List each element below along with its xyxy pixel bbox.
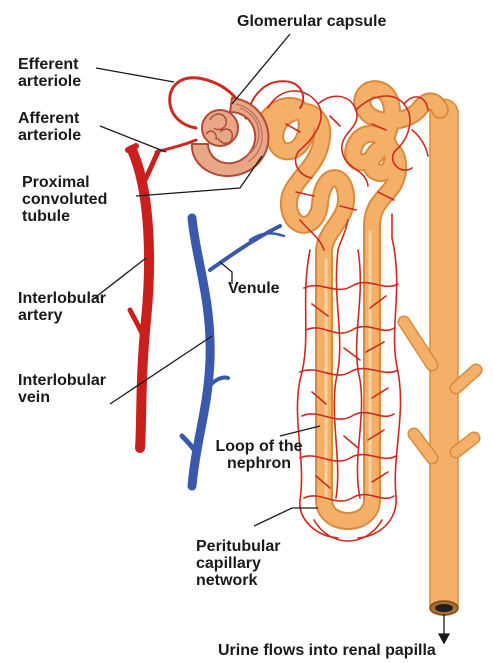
label-proximal-line-2: convoluted (22, 191, 107, 208)
label-glomerular-capsule: Glomerular capsule (237, 13, 386, 30)
label-peritubular-capillary-network: Peritubular capillary network (196, 538, 280, 589)
label-afferent-arteriole: Afferent arteriole (18, 110, 81, 144)
artery-top-tip (128, 146, 136, 150)
label-efferent-arteriole: Efferent arteriole (18, 56, 81, 90)
urine-flow-arrowhead (439, 634, 449, 643)
collecting-duct-branch-2-fill (456, 370, 476, 388)
collecting-duct-branch-1-fill (404, 322, 432, 365)
label-venule: Venule (228, 280, 280, 297)
interlobular-artery-vessel (128, 146, 158, 448)
label-proximal-convoluted-tubule: Proximal convoluted tubule (22, 174, 107, 225)
leader-interlobular-vein (110, 336, 212, 404)
label-urine-flow-text: Urine flows into renal papilla (218, 642, 436, 659)
collecting-duct-lumen (435, 604, 453, 612)
label-interlobular-vein: Interlobular vein (18, 372, 106, 406)
label-efferent-line-1: Efferent (18, 56, 81, 73)
label-proximal-line-3: tubule (22, 208, 107, 225)
leader-efferent-arteriole (96, 68, 174, 82)
label-venule-text: Venule (228, 280, 280, 297)
label-efferent-line-2: arteriole (18, 73, 81, 90)
artery-branch-afferent (145, 152, 158, 180)
label-peritubular-line-2: capillary (196, 555, 280, 572)
label-vein-line-2: vein (18, 389, 106, 406)
label-vein-line-1: Interlobular (18, 372, 106, 389)
label-loop-line-2: nephron (206, 455, 312, 472)
label-afferent-line-1: Afferent (18, 110, 81, 127)
label-glomerular-capsule-text: Glomerular capsule (237, 13, 386, 30)
label-interlobular-artery: Interlobular artery (18, 290, 106, 324)
capillary-inner-right (357, 250, 362, 498)
label-loop-line-1: Loop of the (206, 438, 312, 455)
label-urine-flow: Urine flows into renal papilla (218, 642, 436, 659)
label-proximal-line-1: Proximal (22, 174, 107, 191)
label-artery-line-2: artery (18, 307, 106, 324)
leader-loop-nephron (280, 426, 320, 436)
capillary-cross-3 (300, 369, 398, 376)
label-artery-line-1: Interlobular (18, 290, 106, 307)
label-peritubular-line-1: Peritubular (196, 538, 280, 555)
collecting-duct (404, 99, 476, 615)
label-peritubular-line-3: network (196, 572, 280, 589)
label-loop-of-the-nephron: Loop of the nephron (206, 438, 312, 472)
capillary-cross-5 (300, 455, 396, 462)
label-afferent-line-2: arteriole (18, 127, 81, 144)
